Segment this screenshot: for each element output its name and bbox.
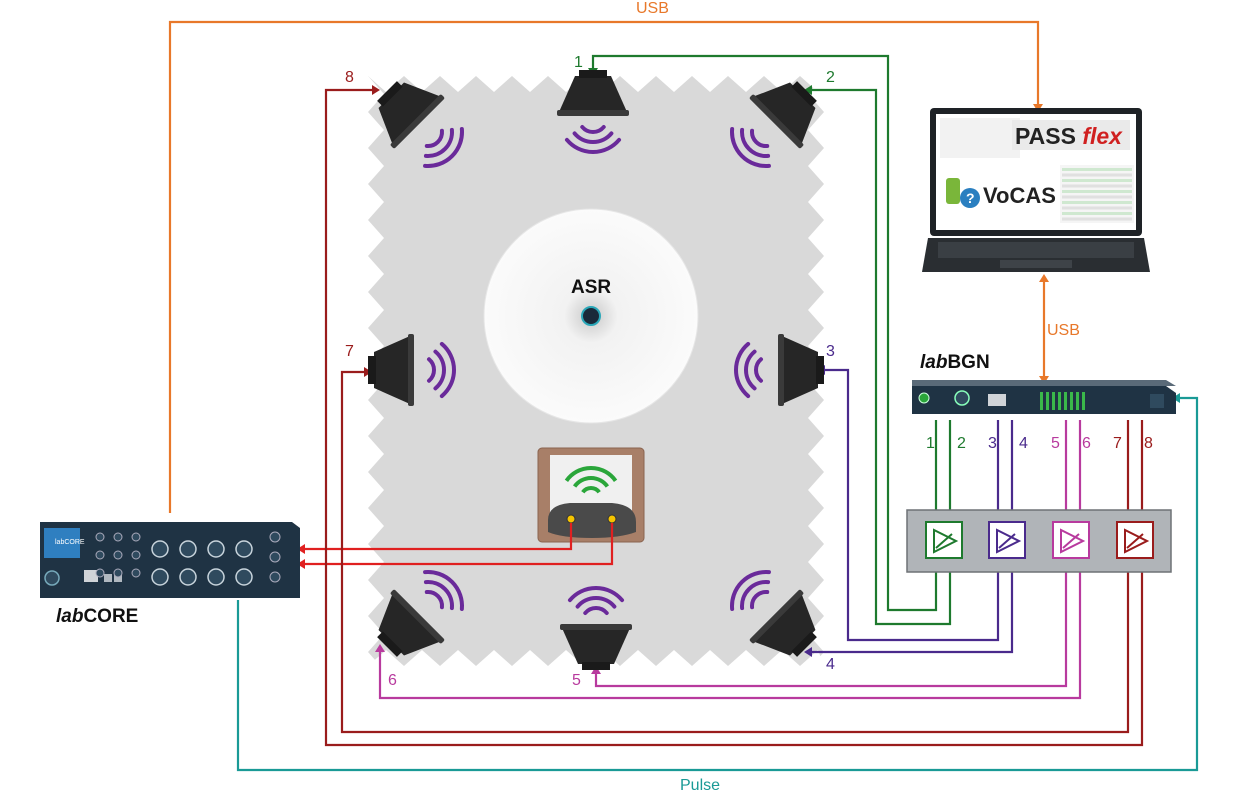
speaker-3-label: 3 (826, 343, 835, 360)
asr-turntable (483, 208, 699, 424)
speaker-2-label: 2 (826, 69, 835, 86)
amplifier-7-8 (1116, 521, 1154, 559)
bgn-output-label-2: 2 (957, 435, 966, 452)
bgn-output-label-3: 3 (988, 435, 997, 452)
bgn-output-label-1: 1 (926, 435, 935, 452)
pulse-line (236, 396, 1199, 772)
pass-flex-logo: PASS flex (1015, 123, 1122, 149)
speaker-3 (778, 334, 824, 406)
asr-label: ASR (571, 277, 612, 298)
sound-wave-1 (564, 124, 622, 154)
head-torso-simulator (537, 447, 645, 543)
bgn-output-label-5: 5 (1051, 435, 1060, 452)
asr-microphone (581, 306, 601, 326)
laptop: ? (922, 108, 1150, 272)
pulse-label: Pulse (680, 777, 721, 794)
speaker-1 (557, 70, 629, 116)
labcore-display (44, 528, 80, 558)
labcore-panel-text: labCORE (55, 539, 85, 546)
mic-line-2 (305, 523, 614, 566)
sound-wave-2 (730, 127, 771, 168)
bgn-output-label-4: 4 (1019, 435, 1028, 452)
speaker-5 (560, 624, 632, 670)
labbgn-title: labBGN (920, 352, 990, 373)
amplifier-3-4 (988, 521, 1026, 559)
speaker-2 (749, 81, 817, 149)
ch7-line (340, 370, 1130, 734)
speaker-4-label: 4 (826, 656, 835, 673)
amplifier-rack (906, 509, 1172, 573)
sound-wave-7 (426, 341, 456, 399)
bgn-output-label-6: 6 (1082, 435, 1091, 452)
vocas-logo-icon: ? (946, 178, 980, 208)
svg-text:?: ? (966, 190, 975, 206)
usb-label-right: USB (1047, 322, 1080, 339)
speaker-6 (377, 589, 445, 657)
speaker-6-label: 6 (388, 672, 397, 689)
ch8-line (324, 88, 1144, 747)
speaker-7 (368, 334, 414, 406)
usb-label-top: USB (636, 0, 669, 17)
sound-wave-3 (734, 341, 764, 399)
speaker-8-label: 8 (345, 69, 354, 86)
labcore-device (40, 522, 300, 598)
speaker-8 (377, 81, 445, 149)
ch4-line (812, 420, 1014, 654)
speaker-7-label: 7 (345, 343, 354, 360)
sound-wave-4 (730, 570, 771, 611)
sound-wave-6 (423, 570, 464, 611)
bgn-output-label-8: 8 (1144, 435, 1153, 452)
labbgn-device (912, 380, 1176, 414)
vocas-table (1062, 168, 1132, 221)
sound-waves (423, 124, 771, 616)
mic-line-1 (305, 523, 573, 551)
ch1-line (591, 54, 938, 612)
vocas-logo-text: VoCAS (983, 183, 1056, 208)
labcore-title: labCORE (56, 606, 139, 627)
amplifier-5-6 (1052, 521, 1090, 559)
bgn-output-label-7: 7 (1113, 435, 1122, 452)
amplifier-1-2 (925, 521, 963, 559)
usb-line-top (168, 20, 1040, 513)
speakers (368, 70, 824, 670)
speaker-1-label: 1 (574, 54, 583, 71)
speaker-5-label: 5 (572, 672, 581, 689)
sound-wave-5 (567, 586, 625, 616)
speaker-4 (749, 589, 817, 657)
